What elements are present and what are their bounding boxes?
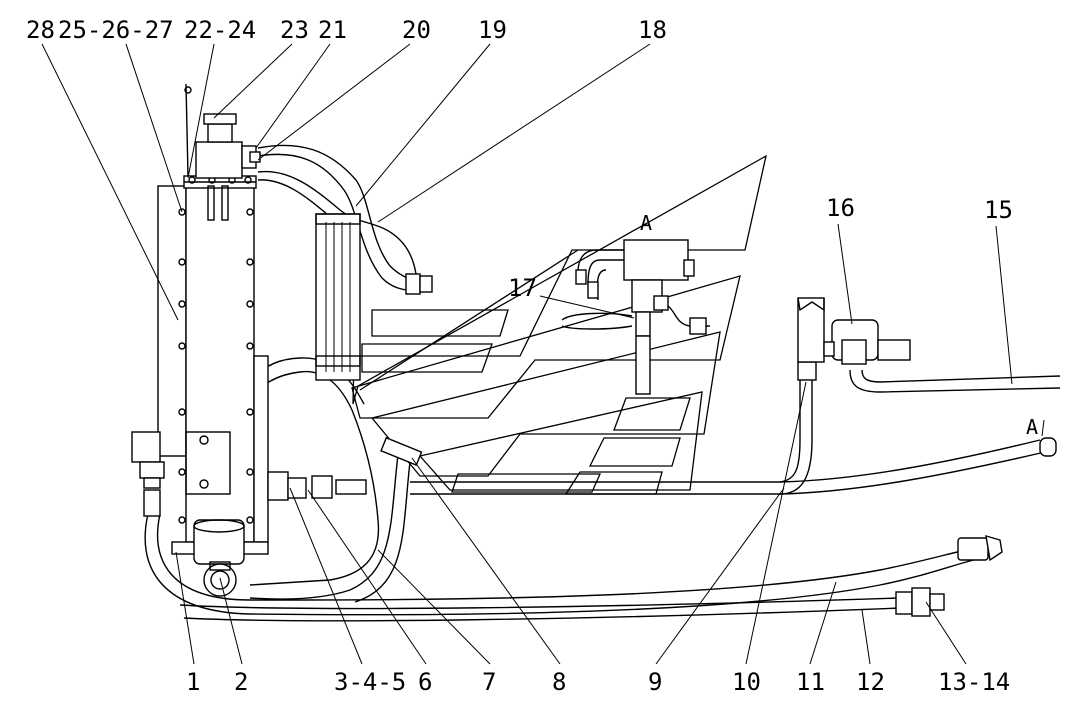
- label-18: 18: [638, 16, 667, 44]
- label-23: 23: [280, 16, 309, 44]
- labels-mid: 17 A A: [508, 211, 1038, 439]
- filler-assembly: [184, 83, 261, 179]
- fittings: [287, 239, 1057, 617]
- label-16: 16: [826, 194, 855, 222]
- label-7: 7: [482, 668, 496, 696]
- label-3-4-5: 3-4-5: [334, 668, 406, 696]
- label-15: 15: [984, 196, 1013, 224]
- label-1: 1: [186, 668, 200, 696]
- leader-lines: [41, 43, 1045, 665]
- label-22-24: 22-24: [184, 16, 256, 44]
- label-28: 28: [26, 16, 55, 44]
- label-12: 12: [856, 668, 885, 696]
- labels-bottom: 1 2 3-4-5 6 7 8 9 10 11 12 13-14: [186, 668, 1010, 696]
- label-view-a: A: [640, 211, 652, 235]
- label-10: 10: [732, 668, 761, 696]
- label-19: 19: [478, 16, 507, 44]
- label-9: 9: [648, 668, 662, 696]
- label-11: 11: [796, 668, 825, 696]
- label-21: 21: [318, 16, 347, 44]
- labels-top: 28 25-26-27 22-24 23 21 20 19 18: [26, 16, 667, 44]
- label-6: 6: [418, 668, 432, 696]
- label-13-14: 13-14: [938, 668, 1010, 696]
- label-section-a: A: [1026, 415, 1038, 439]
- label-17: 17: [508, 274, 537, 302]
- label-8: 8: [552, 668, 566, 696]
- radiator-core: [315, 213, 361, 381]
- hatched-background: [351, 154, 767, 495]
- main-tank: [131, 175, 289, 597]
- labels-right: 16 15: [826, 194, 1013, 224]
- label-20: 20: [402, 16, 431, 44]
- hose-lines: [144, 144, 1061, 622]
- label-2: 2: [234, 668, 248, 696]
- label-25-26-27: 25-26-27: [58, 16, 174, 44]
